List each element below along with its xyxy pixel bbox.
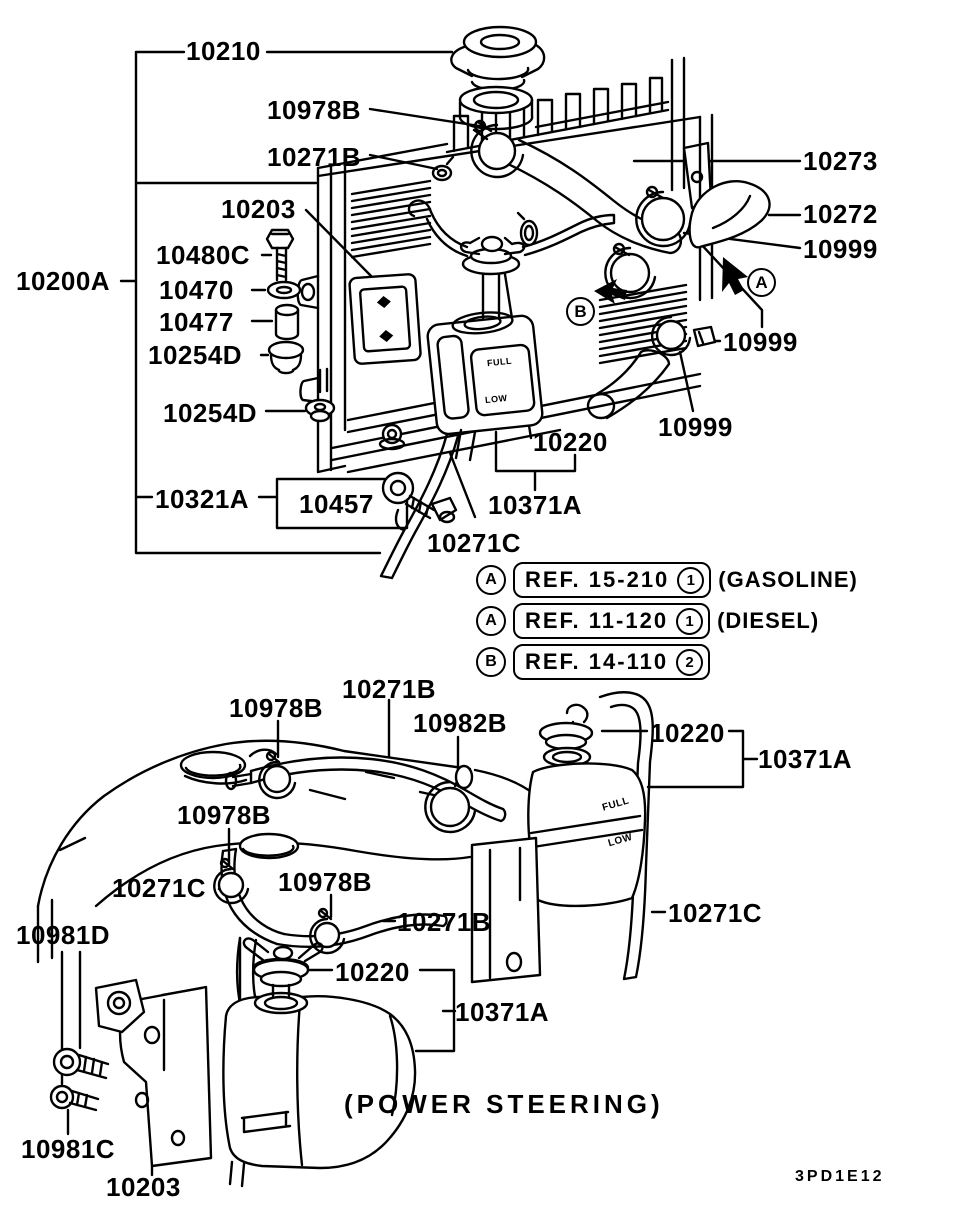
module-10203 <box>348 273 422 365</box>
upper-hose-and-clamps <box>431 119 771 420</box>
part-label-10273: 10273 <box>803 146 878 176</box>
part-label-10999-3: 10999 <box>658 412 733 442</box>
part-label-10272: 10272 <box>803 199 878 229</box>
part-label-10254d-2: 10254D <box>163 398 258 428</box>
part-label-10477: 10477 <box>159 307 234 337</box>
part-label-10271c-1: 10271C <box>427 528 522 558</box>
ref-box-14-110: REF. 14-110 2 <box>513 644 711 680</box>
reservoir-tank-top <box>379 199 616 580</box>
part-label-10371a-1: 10371A <box>488 490 583 520</box>
part-label-10371a-3: 10371A <box>455 997 550 1027</box>
part-label-10981c: 10981C <box>21 1134 116 1164</box>
reservoir-tank-bottom-right <box>470 691 654 984</box>
part-label-10220-3: 10220 <box>335 957 410 987</box>
power-steering-note: (POWER STEERING) <box>344 1089 664 1119</box>
part-label-10978b-3: 10978B <box>177 800 272 830</box>
part-label-10210: 10210 <box>186 36 261 66</box>
ref-circled-number: 1 <box>676 607 704 635</box>
part-label-10220-1: 10220 <box>533 427 608 457</box>
diagram-code: 3PD1E12 <box>795 1168 885 1185</box>
part-label-10999-1: 10999 <box>803 234 878 264</box>
ref-circled-number: 2 <box>676 648 704 676</box>
ref-marker-a-2: A <box>476 606 506 636</box>
ref-text: REF. 15-210 <box>525 567 670 592</box>
part-label-10371a-2: 10371A <box>758 744 853 774</box>
drain-plug-10457 <box>275 471 458 532</box>
ref-text: REF. 11-120 <box>525 608 669 633</box>
arrow-b-icon <box>594 279 627 304</box>
part-label-10271b-3: 10271B <box>397 907 492 937</box>
ref-suffix: (GASOLINE) <box>718 567 858 592</box>
ref-text: REF. 14-110 <box>525 649 669 674</box>
ref-circled-number: 1 <box>677 566 705 594</box>
part-label-10203-1: 10203 <box>221 194 296 224</box>
part-label-10999-2: 10999 <box>723 327 798 357</box>
part-label-10480c: 10480C <box>156 240 251 270</box>
ref-suffix: (DIESEL) <box>717 608 820 633</box>
part-label-10981d: 10981D <box>16 920 111 950</box>
part-label-10271c-2: 10271C <box>112 873 207 903</box>
part-label-10978b-1: 10978B <box>267 95 362 125</box>
ref-row-gasoline: A REF. 15-210 1 (GASOLINE) <box>476 562 858 598</box>
ref-box-11-120: REF. 11-120 1 <box>513 603 711 639</box>
marker-b-circle: B <box>566 297 595 326</box>
bottom-hoses <box>213 750 507 1010</box>
part-label-10271c-3: 10271C <box>668 898 763 928</box>
top-leader-lines <box>119 50 802 555</box>
arrow-a-icon <box>722 257 748 295</box>
part-label-10982b: 10982B <box>413 708 508 738</box>
ref-box-15-210: REF. 15-210 1 <box>513 562 712 598</box>
part-label-10470: 10470 <box>159 275 234 305</box>
part-label-10271b-1: 10271B <box>267 142 362 172</box>
part-label-10200a: 10200A <box>16 266 111 296</box>
part-label-10978b-4: 10978B <box>278 867 373 897</box>
ref-row-heater: B REF. 14-110 2 <box>476 644 717 680</box>
ref-marker-a-1: A <box>476 565 506 595</box>
power-steering-tank <box>49 936 417 1188</box>
part-label-10271b-2: 10271B <box>342 674 437 704</box>
ref-marker-b: B <box>476 647 506 677</box>
radiator-cap <box>450 25 546 131</box>
ref-row-diesel: A REF. 11-120 1 (DIESEL) <box>476 603 819 639</box>
part-label-10457: 10457 <box>299 489 374 519</box>
part-label-10203-2: 10203 <box>106 1172 181 1202</box>
part-label-10978b-2: 10978B <box>229 693 324 723</box>
part-label-10321a: 10321A <box>155 484 250 514</box>
marker-a-circle: A <box>747 268 776 297</box>
bottom-leader-lines <box>60 698 759 1177</box>
part-label-10220-2: 10220 <box>650 718 725 748</box>
part-label-10254d-1: 10254D <box>148 340 243 370</box>
